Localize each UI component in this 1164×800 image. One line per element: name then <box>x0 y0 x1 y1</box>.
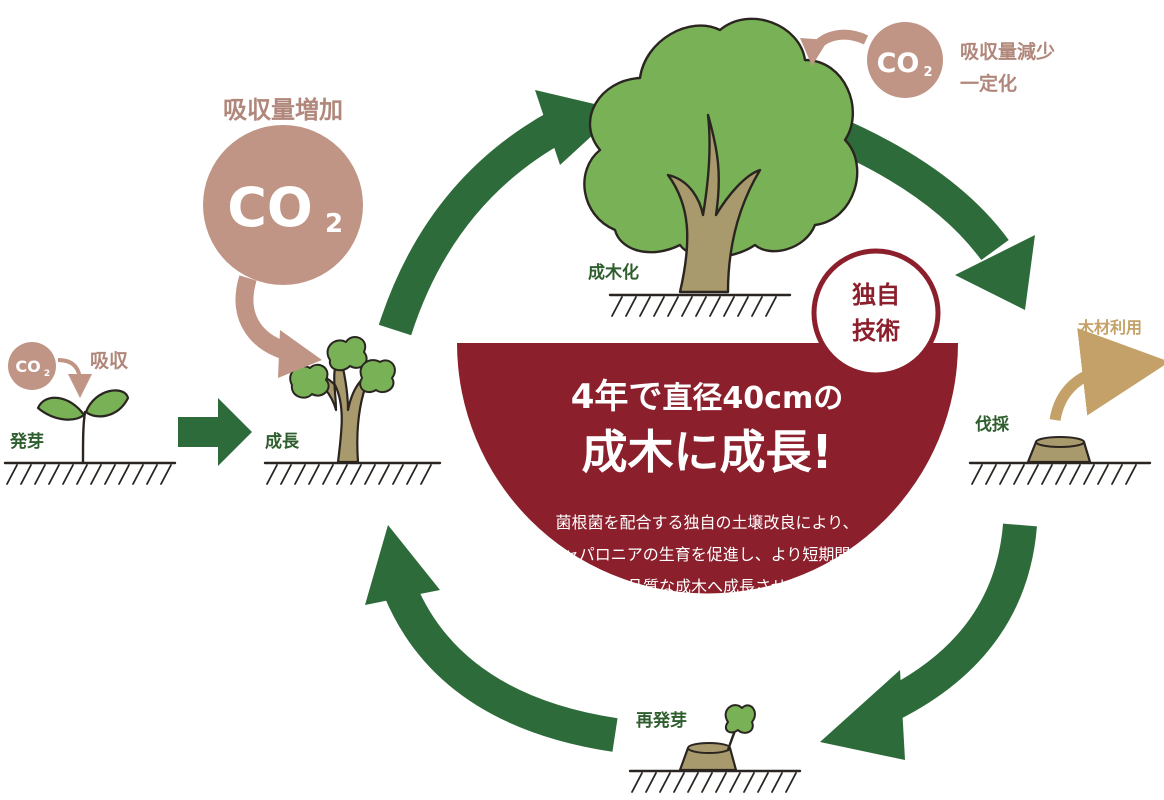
absorb-increase-label: 吸収量増加 <box>223 96 343 124</box>
co2-small-icon: CO 2 <box>8 342 56 390</box>
stage-label-germination: 発芽 <box>9 431 44 452</box>
co2-decrease-arrowhead <box>800 38 828 66</box>
arrow-germination-to-growth <box>178 398 252 466</box>
stage-label-growth: 成長 <box>265 431 300 452</box>
absorb-decrease-line1: 吸収量減少 <box>960 40 1055 63</box>
original-technology-badge: 独自 技術 <box>811 248 941 378</box>
absorb-label-small: 吸収 <box>90 350 129 372</box>
description-line: 高品質な成木へ成長させる <box>611 577 803 596</box>
svg-text:CO: CO <box>15 357 40 376</box>
svg-text:2: 2 <box>44 369 50 379</box>
co2-increase-icon: CO 2 <box>203 125 363 285</box>
svg-text:CO: CO <box>877 48 920 79</box>
badge-line2: 技術 <box>852 317 900 345</box>
description: 菌根菌を配合する独自の土壌改良により、 ジャパロニアの生育を促進し、より短期間に… <box>548 513 867 628</box>
arrow-resprout-to-growth <box>365 525 618 752</box>
headline-part1: 4年で <box>571 377 663 417</box>
svg-text:CO: CO <box>227 176 313 239</box>
arrow-growth-to-mature <box>378 90 620 336</box>
timber-use-arrow <box>1049 328 1164 422</box>
timber-use-label: 木材利用 <box>1077 318 1142 337</box>
svg-text:4年で直径40cmの: 4年で直径40cmの <box>571 377 843 417</box>
headline-part2: 直径40cmの <box>662 381 843 416</box>
co2-decrease-icon: CO 2 <box>867 22 943 98</box>
co2-small-arrow <box>57 358 92 398</box>
headline: 4年で直径40cmの 成木に成長! <box>571 377 843 479</box>
central-panel <box>457 343 958 594</box>
description-line: ことが可能です。 <box>644 609 770 628</box>
svg-text:2: 2 <box>325 209 343 239</box>
seedling-illustration <box>3 389 177 485</box>
badge-line1: 独自 <box>852 281 900 309</box>
mature-tree-illustration <box>583 17 859 317</box>
absorb-decrease-line2: 一定化 <box>960 72 1017 95</box>
arrow-harvest-to-resprout <box>820 523 1037 760</box>
stage-label-mature: 成木化 <box>588 262 639 283</box>
description-line: ジャパロニアの生育を促進し、より短期間に <box>548 545 867 564</box>
young-tree-illustration <box>263 336 442 485</box>
stage-label-harvest: 伐採 <box>975 414 1010 435</box>
stage-label-resprout: 再発芽 <box>636 710 687 731</box>
headline-line2: 成木に成長! <box>582 425 833 479</box>
resprout-illustration <box>628 704 802 793</box>
svg-text:2: 2 <box>923 65 932 80</box>
stump-illustration <box>968 436 1152 485</box>
co2-increase-arrowhead <box>278 330 322 378</box>
description-line: 菌根菌を配合する独自の土壌改良により、 <box>555 513 858 532</box>
